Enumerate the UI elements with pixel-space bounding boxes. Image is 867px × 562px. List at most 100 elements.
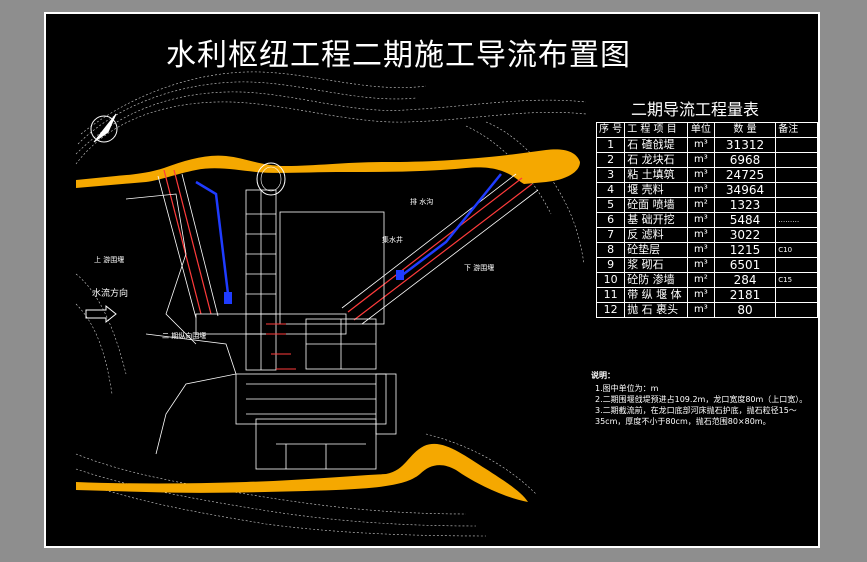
upper-cofferdam-label: 上 游围堰 [94, 255, 124, 264]
row-remark [775, 257, 818, 273]
note-item: 1.图中单位为：m [595, 384, 659, 393]
drawing-title: 水利枢纽工程二期施工导流布置图 [166, 38, 631, 73]
row-value: 31312 [713, 137, 777, 153]
row-item: 带 纵 堰 体 [624, 287, 688, 303]
header-cell: 备注 [775, 122, 818, 138]
row-unit: m³ [686, 182, 715, 198]
row-item: 砼垫层 [624, 242, 688, 258]
row-item: 粘 土填筑 [624, 167, 688, 183]
upstream-road [76, 149, 580, 188]
row-remark: ……… [775, 212, 818, 228]
row-item: 砼防 渗墙 [624, 272, 688, 288]
row-unit: m³ [686, 212, 715, 228]
row-unit: m³ [686, 137, 715, 153]
sump-left [224, 292, 232, 304]
site-plan: 水流方向 上 游围堰 下 游围堰 二 期纵向围堰 排 水沟 集水井 [75, 71, 587, 537]
row-remark [775, 167, 818, 183]
row-item: 抛 石 裹头 [624, 302, 688, 318]
row-item: 浆 砌石 [624, 257, 688, 273]
row-value: 3022 [713, 227, 777, 243]
row-value: 24725 [713, 167, 777, 183]
row-no: 8 [595, 242, 626, 258]
row-remark [775, 137, 818, 153]
row-item: 石 碴戗堤 [624, 137, 688, 153]
note-item: 3.二期截流前，在龙口底部河床抛石护底，抛石粒径15～35cm，厚度不小于80c… [595, 406, 797, 426]
row-value: 34964 [713, 182, 777, 198]
row-remark: C15 [775, 272, 818, 288]
downstream-road [76, 443, 528, 502]
row-item: 砼面 喷墙 [624, 197, 688, 213]
row-unit: m³ [686, 242, 715, 258]
row-item: 反 滤料 [624, 227, 688, 243]
north-arrow-icon [90, 113, 118, 143]
flow-direction-arrow-icon [85, 304, 117, 324]
note-item: 2.二期围堰戗堤预进占109.2m，龙口宽度80m（上口宽）。 [595, 395, 808, 404]
contour-lines [75, 71, 587, 537]
row-remark [775, 302, 818, 318]
header-cell: 序 号 [595, 122, 626, 138]
row-no: 4 [595, 182, 626, 198]
lower-cofferdam-label: 下 游围堰 [464, 263, 494, 272]
drawing-frame: 水利枢纽工程二期施工导流布置图 [44, 12, 820, 548]
row-remark: C10 [775, 242, 818, 258]
row-value: 5484 [713, 212, 777, 228]
row-no: 3 [595, 167, 626, 183]
row-unit: m³ [686, 287, 715, 303]
red-markers [266, 323, 296, 370]
drainage-channel [195, 173, 502, 295]
header-cell: 单位 [686, 122, 715, 138]
row-unit: m³ [686, 227, 715, 243]
row-unit: m² [686, 272, 715, 288]
header-cell: 工 程 项 目 [624, 122, 688, 138]
quantity-table-title: 二期导流工程量表 [631, 100, 760, 119]
header-cell: 数 量 [713, 122, 777, 138]
drainage-ditch-label: 排 水沟 [410, 197, 433, 206]
row-value: 6501 [713, 257, 777, 273]
phase2-cofferdam-label: 二 期纵向围堰 [162, 331, 206, 340]
row-remark [775, 197, 818, 213]
notes-heading: 说明： [591, 371, 615, 380]
row-unit: m³ [686, 257, 715, 273]
sump-right [396, 270, 404, 280]
lower-cofferdam [347, 177, 533, 321]
row-unit: m³ [686, 302, 715, 318]
row-no: 5 [595, 197, 626, 213]
notes-block: 说明： 1.图中单位为：m 2.二期围堰戗堤预进占109.2m，龙口宽度80m（… [591, 370, 816, 427]
row-value: 2181 [713, 287, 777, 303]
row-no: 6 [595, 212, 626, 228]
row-unit: m³ [686, 152, 715, 168]
row-no: 9 [595, 257, 626, 273]
row-unit: m² [686, 197, 715, 213]
row-value: 1215 [713, 242, 777, 258]
row-no: 10 [595, 272, 626, 288]
sump-label: 集水井 [382, 235, 403, 244]
row-no: 11 [595, 287, 626, 303]
row-no: 1 [595, 137, 626, 153]
upper-cofferdam [163, 169, 212, 315]
row-no: 7 [595, 227, 626, 243]
row-value: 80 [713, 302, 777, 318]
row-value: 6968 [713, 152, 777, 168]
row-no: 12 [595, 302, 626, 318]
row-remark [775, 287, 818, 303]
row-value: 1323 [713, 197, 777, 213]
row-value: 284 [713, 272, 777, 288]
row-unit: m³ [686, 167, 715, 183]
row-item: 石 龙块石 [624, 152, 688, 168]
round-structure [256, 162, 286, 196]
row-remark [775, 227, 818, 243]
flow-direction-label: 水流方向 [92, 287, 128, 299]
